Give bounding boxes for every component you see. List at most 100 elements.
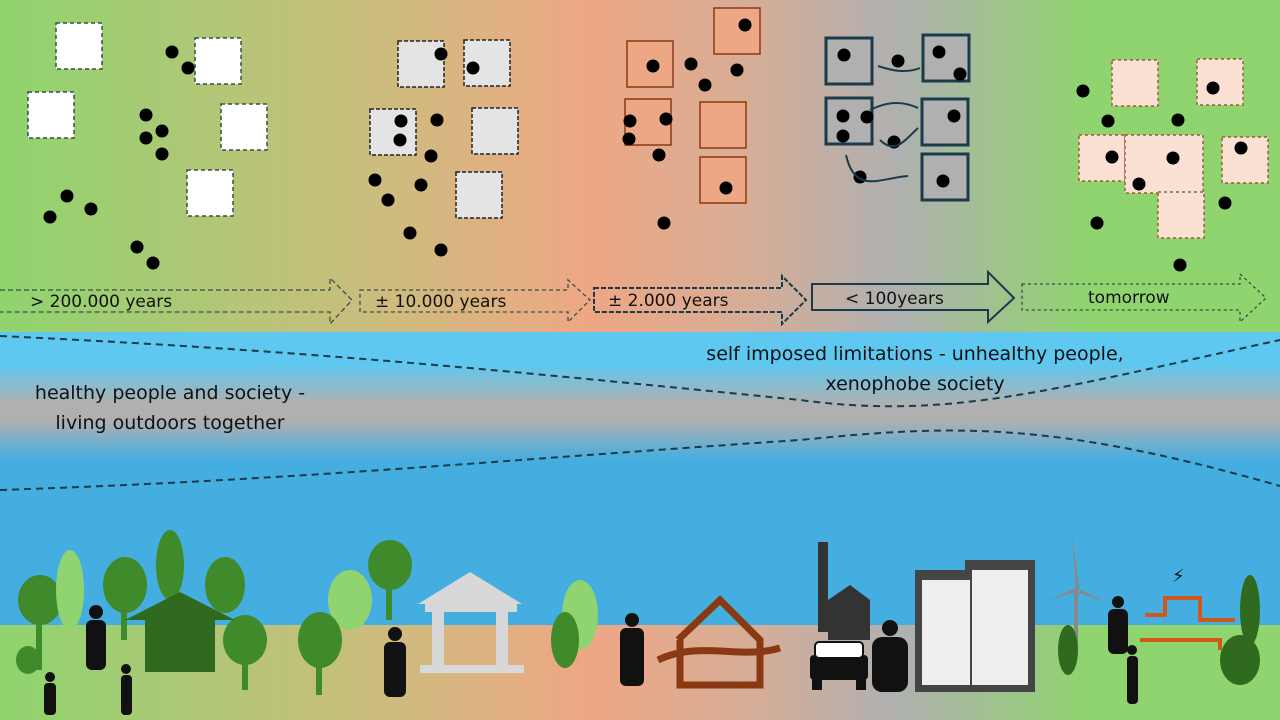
person-dot <box>60 189 74 203</box>
trees-right <box>1058 575 1260 685</box>
group-square <box>186 169 234 217</box>
timeline-arrows: > 200.000 years ± 10.000 years ± 2.000 y… <box>0 269 1267 327</box>
group-square <box>369 108 417 156</box>
group-square <box>920 97 970 147</box>
person-dot <box>853 170 867 184</box>
trees-left <box>16 530 267 690</box>
person-dot <box>368 173 382 187</box>
person-dot <box>84 202 98 216</box>
person-dot <box>146 256 160 270</box>
group-square <box>713 7 761 55</box>
caption-line: self imposed limitations - unhealthy peo… <box>706 343 1124 365</box>
group-square <box>1111 59 1159 107</box>
group-square <box>27 91 75 139</box>
person-dot <box>403 226 417 240</box>
person-dot <box>719 181 733 195</box>
person-dot <box>1090 216 1104 230</box>
person-dot <box>836 129 850 143</box>
person-dot <box>953 67 967 81</box>
people-dots <box>43 18 1248 272</box>
timeline-arrow-10000: ± 10.000 years <box>359 278 591 324</box>
person-dot <box>1218 196 1232 210</box>
arrow-icon <box>845 154 909 183</box>
timeline-label: ± 2.000 years <box>608 291 729 311</box>
person-dot <box>936 174 950 188</box>
timeline-arrow-2000: ± 2.000 years <box>593 273 808 327</box>
group-square <box>1196 58 1244 106</box>
person-dot <box>698 78 712 92</box>
person-dot <box>623 114 637 128</box>
person-icon <box>1108 596 1128 654</box>
person-dot <box>434 243 448 257</box>
person-dot <box>1173 258 1187 272</box>
caption-healthy: healthy people and society - living outd… <box>20 378 320 438</box>
person-dot <box>646 59 660 73</box>
trees-light <box>56 550 1125 680</box>
lightning-icon: ⚡ <box>1172 566 1185 587</box>
group-square <box>699 156 747 204</box>
person-icon <box>121 664 132 715</box>
society-band <box>0 332 1280 492</box>
house-icon <box>656 595 782 689</box>
person-icon <box>384 627 406 697</box>
factory-icon <box>818 542 870 640</box>
group-square <box>220 103 268 151</box>
person-dot <box>381 193 395 207</box>
caption-line: xenophobe society <box>825 373 1005 395</box>
group-square <box>471 107 519 155</box>
caption-line: healthy people and society - <box>34 382 306 404</box>
group-square <box>55 22 103 70</box>
timeline-label: tomorrow <box>1088 288 1170 308</box>
person-dot <box>659 112 673 126</box>
group-square <box>463 39 511 87</box>
movement-arrows <box>845 65 921 183</box>
person-dot <box>139 108 153 122</box>
trees-middle <box>298 540 579 695</box>
groups-squares <box>27 7 1269 239</box>
person-icon <box>44 672 56 715</box>
person-dot <box>1105 150 1119 164</box>
person-dot <box>130 240 144 254</box>
person-dot <box>1234 141 1248 155</box>
person-icon <box>86 605 106 670</box>
arrow-icon <box>879 127 919 148</box>
group-square <box>699 101 747 149</box>
people-figures <box>44 596 1138 715</box>
wind-turbine-icon <box>1048 535 1105 645</box>
person-icon <box>620 613 644 686</box>
person-dot <box>1132 177 1146 191</box>
group-square <box>1221 136 1269 184</box>
timeline-arrow-100: < 100years <box>811 269 1016 325</box>
person-dot <box>1076 84 1090 98</box>
person-dot <box>860 110 874 124</box>
group-square <box>455 171 503 219</box>
timeline-arrow-200000: > 200.000 years <box>0 276 353 326</box>
caption-line: living outdoors together <box>55 412 285 434</box>
car-icon <box>810 641 868 690</box>
person-dot <box>730 63 744 77</box>
person-dot <box>836 109 850 123</box>
timeline-label: ± 10.000 years <box>375 292 506 312</box>
person-dot <box>947 109 961 123</box>
group-square <box>194 37 242 85</box>
group-square <box>824 36 874 86</box>
person-dot <box>434 47 448 61</box>
caption-unhealthy: self imposed limitations - unhealthy peo… <box>670 339 1160 399</box>
timeline-arrow-tomorrow: tomorrow <box>1021 272 1267 324</box>
person-dot <box>891 54 905 68</box>
person-dot <box>1171 113 1185 127</box>
temple-icon <box>418 572 524 673</box>
arrow-icon <box>877 65 921 73</box>
timeline-label: > 200.000 years <box>30 292 172 312</box>
apartment-building-icon <box>915 560 1035 692</box>
person-dot <box>394 114 408 128</box>
hut-icon <box>125 592 235 672</box>
person-dot <box>43 210 57 224</box>
group-square <box>1157 191 1205 239</box>
person-dot <box>1101 114 1115 128</box>
person-dot <box>652 148 666 162</box>
person-dot <box>165 45 179 59</box>
timeline-label: < 100years <box>845 289 944 309</box>
person-dot <box>657 216 671 230</box>
